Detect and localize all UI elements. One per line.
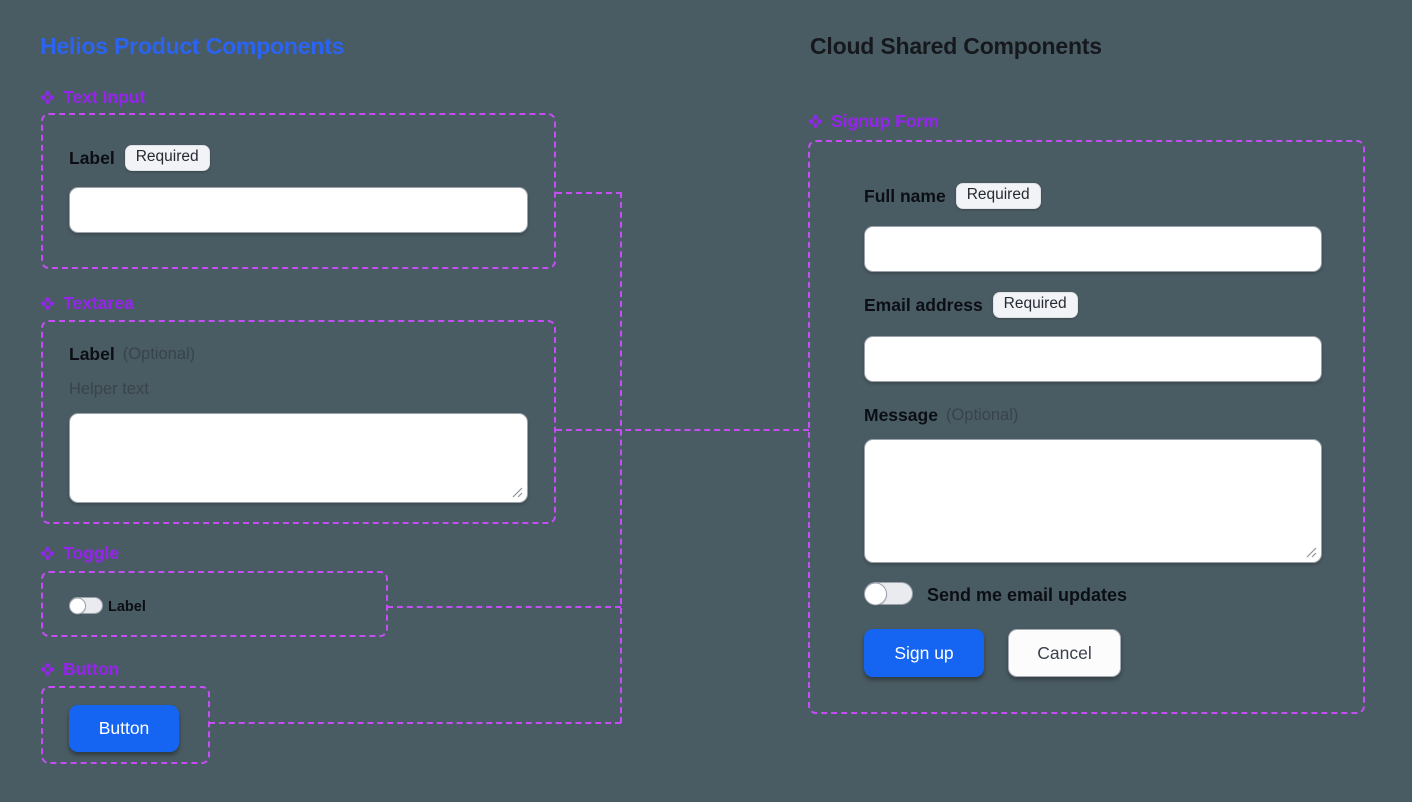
connector-trunk-vertical xyxy=(620,192,622,723)
optional-hint: (Optional) xyxy=(122,345,196,363)
connector-text-input-to-trunk xyxy=(556,192,622,194)
required-badge: Required xyxy=(992,292,1078,318)
helper-text: Helper text xyxy=(69,380,149,398)
cancel-button[interactable]: Cancel xyxy=(1008,629,1121,677)
textarea-label-row: Label (Optional) xyxy=(69,344,195,365)
helios-section-title: Helios Product Components xyxy=(40,33,345,59)
signup-form-frame: Full name Required Email address Require… xyxy=(808,140,1365,714)
required-badge: Required xyxy=(124,145,210,171)
textarea-component-frame: Label (Optional) Helper text xyxy=(41,320,556,524)
full-name-label-row: Full name Required xyxy=(864,183,1041,209)
full-name-input[interactable] xyxy=(864,226,1322,272)
email-updates-toggle[interactable] xyxy=(864,582,913,605)
text-input-field[interactable] xyxy=(69,187,528,233)
sample-button[interactable]: Button xyxy=(69,705,179,752)
field-label: Label xyxy=(69,147,115,168)
field-label: Email address xyxy=(864,294,983,315)
message-label-row: Message (Optional) xyxy=(864,405,1018,426)
button-component-frame: Button xyxy=(41,686,210,764)
component-diamond-icon xyxy=(40,90,55,105)
toggle-label: Label xyxy=(108,599,146,615)
toggle-knob xyxy=(69,597,86,614)
message-textarea[interactable] xyxy=(864,439,1322,563)
required-badge: Required xyxy=(955,183,1041,209)
component-heading-label: Toggle xyxy=(63,543,120,563)
component-diamond-icon xyxy=(40,662,55,677)
email-input[interactable] xyxy=(864,336,1322,382)
toggle-knob xyxy=(864,582,887,605)
cloud-section-title: Cloud Shared Components xyxy=(810,33,1102,59)
component-heading-label: Text Input xyxy=(63,87,146,107)
component-heading-label: Signup Form xyxy=(831,111,939,131)
sign-up-button[interactable]: Sign up xyxy=(864,629,984,677)
field-label: Message xyxy=(864,405,938,425)
text-input-label-row: Label Required xyxy=(69,145,210,171)
toggle-component-frame: Label xyxy=(41,571,388,637)
field-label: Label xyxy=(69,344,115,364)
toggle-switch[interactable] xyxy=(69,597,103,614)
component-heading-textarea: Textarea xyxy=(40,293,134,314)
component-heading-toggle: Toggle xyxy=(40,543,119,564)
connector-toggle-to-trunk xyxy=(387,606,621,608)
component-diamond-icon xyxy=(40,546,55,561)
component-heading-button: Button xyxy=(40,659,119,680)
email-label-row: Email address Required xyxy=(864,292,1078,318)
text-input-component-frame: Label Required xyxy=(41,113,556,269)
email-updates-label: Send me email updates xyxy=(927,585,1128,605)
connector-textarea-to-signup-form xyxy=(556,429,809,431)
component-diamond-icon xyxy=(808,114,823,129)
component-heading-signup-form: Signup Form xyxy=(808,111,939,132)
component-heading-label: Textarea xyxy=(63,293,134,313)
field-label: Full name xyxy=(864,185,946,206)
connector-button-to-trunk xyxy=(209,722,621,724)
component-diamond-icon xyxy=(40,296,55,311)
component-heading-label: Button xyxy=(63,659,120,679)
optional-hint: (Optional) xyxy=(945,406,1019,424)
textarea-field[interactable] xyxy=(69,413,528,503)
component-heading-text-input: Text Input xyxy=(40,87,145,108)
